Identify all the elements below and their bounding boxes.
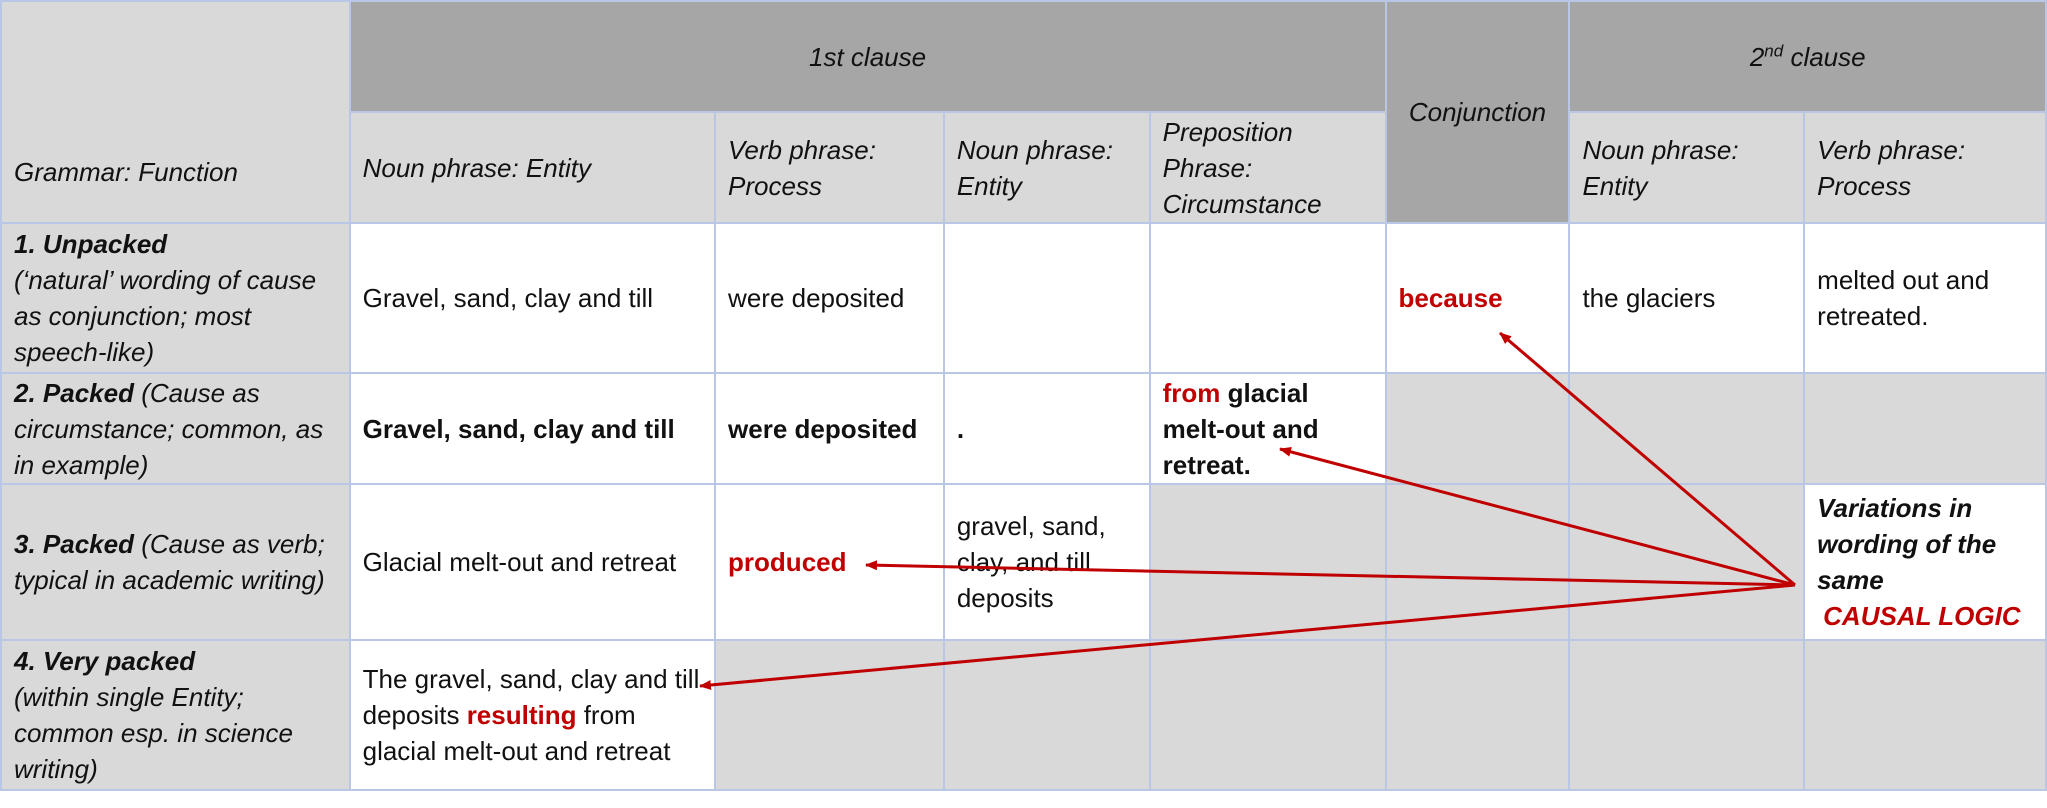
cell: produced (714, 483, 945, 641)
produced-text: produced (728, 547, 847, 577)
row-label-text: (within single Entity; common esp. in sc… (14, 682, 293, 784)
second-clause-sup: nd (1764, 40, 1784, 60)
row-label-bold: 3. Packed (14, 529, 134, 559)
cell (714, 639, 945, 791)
from-text: from (1162, 377, 1221, 408)
cell (1148, 222, 1387, 374)
cell: The gravel, sand, clay and till deposits… (348, 639, 717, 791)
conjunction-text: Conjunction (1408, 97, 1547, 127)
cell (1148, 639, 1387, 791)
table-row: 2. Packed (Cause as circumstance; common… (0, 372, 2047, 485)
cell: . (942, 372, 1151, 485)
cell (1568, 639, 1806, 791)
grammar-table: Grammar: Function 1st clause Conjunction… (0, 0, 2047, 791)
cell (1384, 639, 1571, 791)
table-row: 1. Unpacked (‘natural’ wording of cause a… (0, 222, 2047, 374)
col-label: Verb phrase: Process (1817, 134, 1966, 201)
row-label: 4. Very packed (within single Entity; com… (0, 639, 351, 791)
col-noun-phrase-1: Noun phrase: Entity (348, 111, 717, 224)
second-clause-header: 2nd clause (1568, 0, 2047, 113)
row-label: 2. Packed (Cause as circumstance; common… (0, 372, 351, 485)
grammar-function-text: Grammar: Function (14, 157, 238, 187)
cell-text: . (956, 413, 965, 444)
cell (942, 222, 1151, 374)
col-label: Noun phrase: Entity (362, 152, 591, 183)
cell-text: the glaciers (1582, 283, 1716, 313)
header-row-1: Grammar: Function 1st clause Conjunction… (0, 0, 2047, 224)
cell (1384, 483, 1571, 641)
because-text: because (1398, 283, 1503, 313)
col-noun-phrase-2: Noun phrase: Entity (942, 111, 1151, 224)
cell: were deposited (714, 372, 945, 485)
cell-text: melted out and retreated. (1817, 265, 1990, 331)
cell (1568, 483, 1806, 641)
cell: from glacial melt-out and retreat. (1148, 372, 1387, 485)
causal-logic-text: CAUSAL LOGIC (1823, 601, 2021, 631)
row-label-bold: 2. Packed (14, 377, 134, 408)
cell-text: Gravel, sand, clay and till (362, 283, 654, 313)
cell-text: were deposited (728, 283, 905, 313)
cell (1803, 372, 2047, 485)
col-preposition-phrase: Preposition Phrase: Circumstance (1148, 111, 1387, 224)
first-clause-header: 1st clause (348, 0, 1387, 113)
row-label: 1. Unpacked (‘natural’ wording of cause a… (0, 222, 351, 374)
col-label: Noun phrase: Entity (956, 134, 1113, 201)
cell-text: Glacial melt-out and retreat (362, 547, 677, 577)
cell (1568, 372, 1806, 485)
cell-text: were deposited (728, 413, 918, 444)
col-noun-phrase-3: Noun phrase: Entity (1568, 111, 1806, 224)
cell: Gravel, sand, clay and till (348, 372, 717, 485)
second-clause-text: clause (1783, 41, 1866, 72)
cell: because (1384, 222, 1571, 374)
table-row: 3. Packed (Cause as verb; typical in aca… (0, 483, 2047, 641)
cell-text: from glacial melt-out and retreat (362, 700, 671, 766)
cell (1148, 483, 1387, 641)
cell-text: gravel, sand, clay, and till deposits (956, 511, 1106, 613)
cell: Gravel, sand, clay and till (348, 222, 717, 374)
cell (1384, 372, 1571, 485)
header-row-2: Noun phrase: Entity Verb phrase: Process… (1, 111, 2047, 224)
first-clause-text: 1st clause (809, 41, 927, 72)
cell-text: Gravel, sand, clay and till (362, 413, 675, 444)
resulting-text: resulting (466, 700, 577, 730)
second-clause-num: 2 (1749, 41, 1765, 72)
row-label-text: (Cause as verb; typical in academic writ… (14, 529, 325, 595)
cell: gravel, sand, clay, and till deposits (942, 483, 1151, 641)
cell-text: The gravel, sand, clay and till deposits (362, 664, 700, 730)
col-label: Noun phrase: Entity (1582, 134, 1739, 201)
grammar-function-header: Grammar: Function (0, 0, 351, 224)
row-label-bold: 4. Very packed (14, 646, 196, 676)
table-row: 4. Very packed (within single Entity; com… (0, 639, 2047, 791)
cell: Glacial melt-out and retreat (348, 483, 717, 641)
cell: melted out and retreated. (1803, 222, 2047, 374)
col-label: Verb phrase: Process (728, 134, 876, 201)
row-label-bold: 1. Unpacked (14, 229, 168, 259)
variations-note: Variations in wording of the same (1817, 493, 1997, 595)
cell: the glaciers (1568, 222, 1806, 374)
cell: were deposited (714, 222, 945, 374)
col-verb-phrase-1: Verb phrase: Process (714, 111, 945, 224)
row-label-text: (Cause as circumstance; common, as in ex… (14, 377, 324, 480)
cell (942, 639, 1151, 791)
conjunction-header: Conjunction (1384, 0, 1571, 224)
col-label: Preposition Phrase: Circumstance (1162, 116, 1322, 219)
row-label: 3. Packed (Cause as verb; typical in aca… (0, 483, 351, 641)
col-verb-phrase-2: Verb phrase: Process (1803, 111, 2047, 224)
row-label-text: (‘natural’ wording of cause as conjuncti… (14, 265, 317, 367)
cell (1803, 639, 2047, 791)
cell-text: glacial melt-out and retreat. (1162, 377, 1319, 480)
